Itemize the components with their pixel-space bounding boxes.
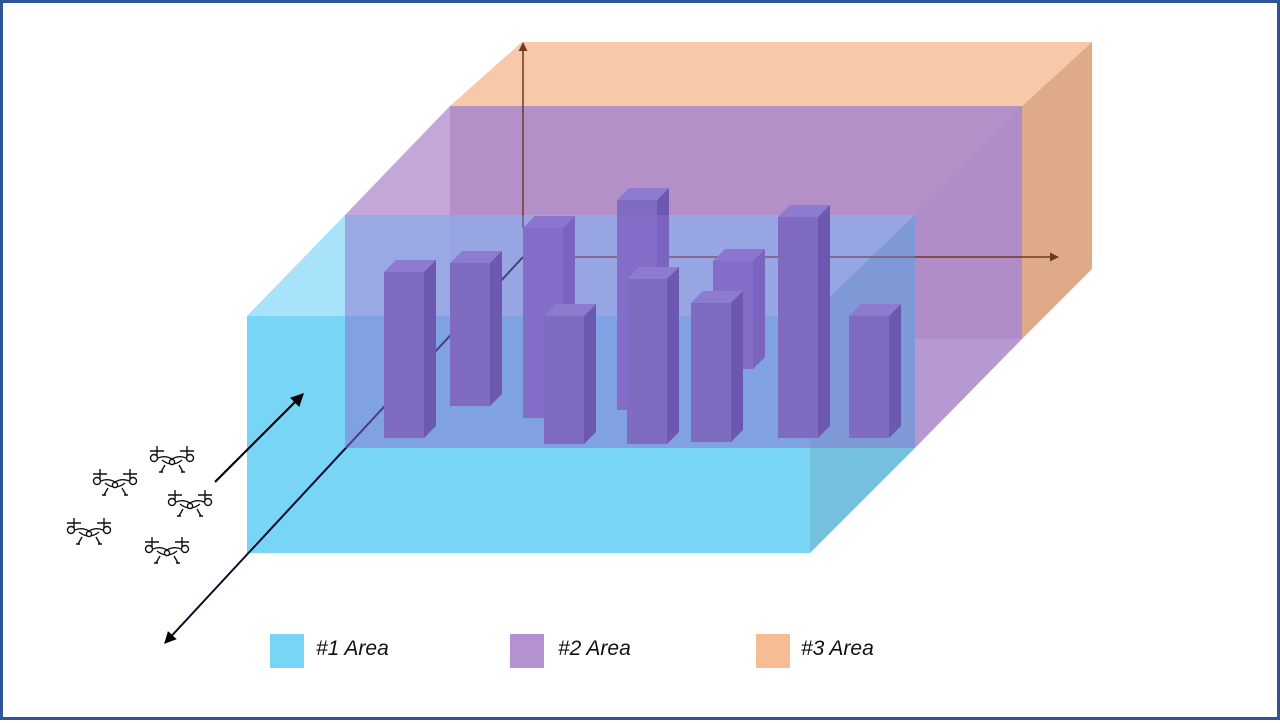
- building-front: [544, 316, 584, 444]
- area2-side-face: [915, 106, 1022, 448]
- building-top: [691, 291, 743, 303]
- uav-swarm: [66, 393, 304, 564]
- building-side: [667, 267, 679, 444]
- building-top: [627, 267, 679, 279]
- building-front: [384, 272, 424, 438]
- building-top: [849, 304, 901, 316]
- legend-swatch-area2: [510, 634, 544, 668]
- legend-swatch-area3: [756, 634, 790, 668]
- airspace-diagram: [66, 42, 1092, 668]
- drone-icon: [144, 536, 190, 564]
- building-side: [889, 304, 901, 438]
- building-side: [731, 291, 743, 442]
- building: [849, 304, 901, 438]
- building-front: [849, 316, 889, 438]
- drone-icon: [66, 517, 112, 545]
- drone-icon: [167, 489, 213, 517]
- legend: [270, 634, 790, 668]
- area2-top-face: [345, 106, 1022, 215]
- building-front: [691, 303, 731, 442]
- building: [544, 304, 596, 444]
- building-top: [778, 205, 830, 217]
- drone-icon: [92, 468, 138, 496]
- drone-icon: [149, 445, 195, 473]
- building-front: [627, 279, 667, 444]
- building-top: [617, 188, 669, 200]
- building-front: [450, 263, 490, 406]
- building: [384, 260, 436, 438]
- building-front: [778, 217, 818, 438]
- building: [778, 205, 830, 438]
- building-side: [490, 251, 502, 406]
- area3-top-face: [450, 42, 1092, 106]
- uav-direction-arrow: [214, 393, 304, 483]
- building-top: [450, 251, 502, 263]
- building-side: [424, 260, 436, 438]
- legend-swatch-area1: [270, 634, 304, 668]
- buildings-front-row: [384, 205, 901, 444]
- building-side: [818, 205, 830, 438]
- building-top: [384, 260, 436, 272]
- legend-label-area1: #1 Area: [316, 637, 389, 660]
- building-top: [544, 304, 596, 316]
- legend-label-area2: #2 Area: [558, 637, 631, 660]
- building: [450, 251, 502, 406]
- area3-side-face: [1022, 42, 1092, 339]
- building: [691, 291, 743, 442]
- building: [627, 267, 679, 444]
- legend-label-area3: #3 Area: [801, 637, 874, 660]
- building-side: [584, 304, 596, 444]
